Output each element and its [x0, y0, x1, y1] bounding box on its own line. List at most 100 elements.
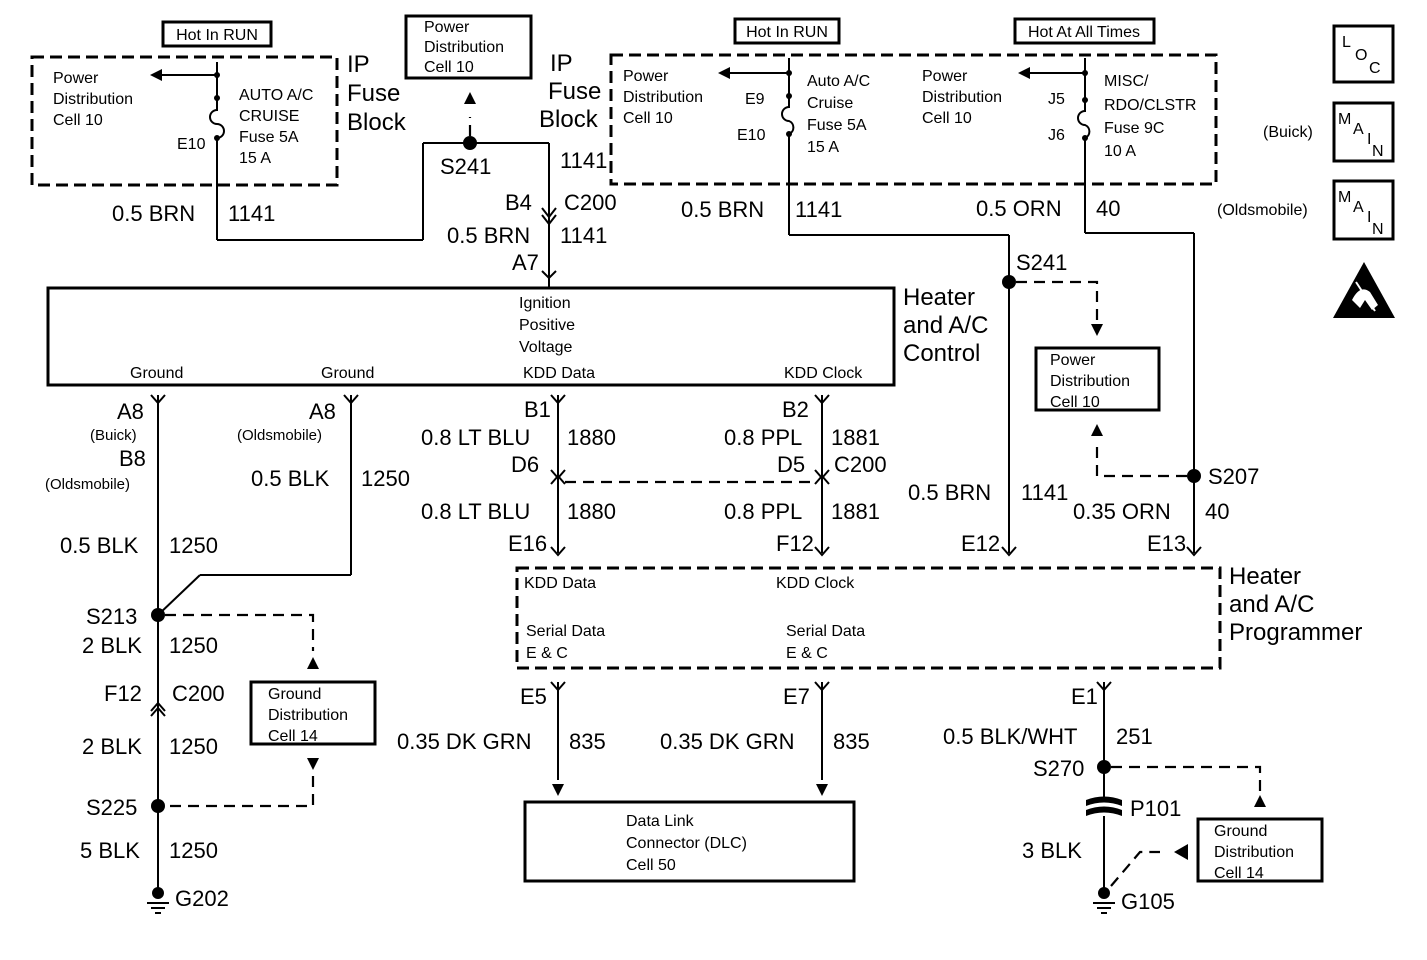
splice-s225 [151, 799, 165, 813]
loc-l: L [1342, 34, 1351, 51]
splice-s213 [151, 608, 165, 622]
prog-kdd-data: KDD Data [524, 575, 596, 592]
ip-fuse-left-1: IP [347, 51, 370, 78]
fuse-r2-3: Fuse 9C [1104, 120, 1164, 137]
gd-left-3: Cell 14 [268, 728, 318, 745]
conn-b4: B4 [505, 190, 532, 215]
p101-label: P101 [1130, 796, 1181, 821]
ip-fuse-block-left: Hot In RUN Power Distribution Cell 10 AU… [30, 20, 407, 187]
conn-a7: A7 [512, 250, 539, 275]
s225-label: S225 [86, 795, 137, 820]
main-buick-note: (Buick) [1263, 124, 1313, 141]
wire-5blk: 5 BLK [80, 838, 140, 863]
pd-top-1: Power [424, 19, 470, 36]
hot-in-run-tag-left [161, 20, 273, 48]
wire-2blk-b: 2 BLK [82, 734, 142, 759]
kdd-circuits: B1 0.8 LT BLU 1880 D6 0.8 LT BLU 1880 E1… [421, 394, 887, 557]
conn-e13: E13 [1147, 531, 1186, 556]
heater-ac-control: Ignition Positive Voltage Ground Ground … [46, 284, 988, 387]
wire-ppl-a: 0.8 PPL [724, 425, 802, 450]
fuse-r1-4: 15 A [807, 139, 839, 156]
wire-blkwht: 0.5 BLK/WHT [943, 724, 1077, 749]
circuit-1881-a: 1881 [831, 425, 880, 450]
control-name-1: Heater [903, 284, 975, 311]
ground-1-label: Ground [130, 365, 183, 382]
circuit-40-bottom: 40 [1205, 499, 1229, 524]
circuit-40-top: 40 [1096, 196, 1120, 221]
circuit-1141-center-top: 1141 [560, 148, 607, 173]
terminal-j5: J5 [1048, 91, 1065, 108]
circuit-40: S207 0.5 ORN 40 0.35 ORN 40 E13 [976, 138, 1259, 557]
main-icon-buick [1332, 101, 1395, 163]
circuit-1880-b: 1880 [567, 499, 616, 524]
wire-05brn-e12: 0.5 BRN [908, 480, 991, 505]
gd-left-2: Distribution [268, 707, 348, 724]
circuit-1250-d: 1250 [169, 838, 218, 863]
wire-05orn: 0.5 ORN [976, 196, 1062, 221]
conn-b8: B8 [119, 446, 146, 471]
wire-ltblu-b: 0.8 LT BLU [421, 499, 530, 524]
conn-e1: E1 [1071, 684, 1098, 709]
ctrl-kdd-data: KDD Data [523, 365, 595, 382]
wire-2blk-a: 2 BLK [82, 633, 142, 658]
pass-through-p101 [1086, 796, 1122, 806]
pd-mid-2: Distribution [1050, 373, 1130, 390]
s270-label: S270 [1033, 756, 1084, 781]
control-name-2: and A/C [903, 312, 988, 339]
ip-fuse-right-3: Block [539, 106, 599, 133]
conn-c200-kdd: C200 [834, 452, 887, 477]
conn-a8-buick: A8 [117, 399, 144, 424]
pd-top-2: Distribution [424, 39, 504, 56]
fuse-symbol-left [209, 98, 225, 139]
circuit-1141-e12: 1141 [1021, 480, 1068, 505]
prog-serial1-1: Serial Data [526, 623, 605, 640]
control-name-3: Control [903, 340, 980, 367]
loc-c: C [1369, 60, 1381, 77]
pd-top-3: Cell 10 [424, 59, 474, 76]
pd-r2-3: Cell 10 [922, 110, 972, 127]
g105-label: G105 [1121, 889, 1175, 914]
hot-in-run-tag-right: Hot In RUN [746, 24, 828, 41]
circuit-1141-right-label: 1141 [795, 197, 842, 222]
conn-e7: E7 [783, 684, 810, 709]
main-icon-olds [1332, 179, 1395, 241]
wire-035orn: 0.35 ORN [1073, 499, 1171, 524]
fuse-left-line4: 15 A [239, 150, 271, 167]
main-b-m: M [1338, 111, 1351, 128]
dlc-2: Connector (DLC) [626, 835, 747, 852]
ign-3: Voltage [519, 339, 572, 356]
main-o-n: N [1372, 221, 1384, 238]
ground-circuit-left: A8 (Buick) B8 (Oldsmobile) A8 (Oldsmobil… [45, 394, 410, 914]
wire-dkgrn-a: 0.35 DK GRN [397, 729, 532, 754]
circuit-1881-b: 1881 [831, 499, 880, 524]
s213-label: S213 [86, 604, 137, 629]
splice-s241-top [463, 136, 477, 150]
prog-serial1-2: E & C [526, 645, 568, 662]
wire-ppl-b: 0.8 PPL [724, 499, 802, 524]
prog-serial2-2: E & C [786, 645, 828, 662]
terminal-j6: J6 [1048, 127, 1065, 144]
s207-label: S207 [1208, 464, 1259, 489]
wire-05blk-buick: 0.5 BLK [60, 533, 139, 558]
prog-name-2: and A/C [1229, 591, 1314, 618]
fuse-r2-2: RDO/CLSTR [1104, 97, 1196, 114]
circuit-1250-b: 1250 [169, 633, 218, 658]
main-olds-note: (Oldsmobile) [1217, 202, 1308, 219]
dlc-box [523, 800, 856, 883]
olds-note-right: (Oldsmobile) [237, 427, 322, 444]
fuse-r1-1: Auto A/C [807, 73, 870, 90]
main-b-n: N [1372, 143, 1384, 160]
fuse-block-right-boundary [609, 53, 1218, 186]
circuit-1141-left: S241 0.5 BRN 1141 [112, 92, 549, 241]
gd-left-1: Ground [268, 686, 321, 703]
ip-fuse-left-2: Fuse [347, 80, 400, 107]
gd-right-1: Ground [1214, 823, 1267, 840]
ip-fuse-block-right: IP Fuse Block Hot In RUN Hot At All Time… [539, 17, 1218, 186]
wire-05brn-left: 0.5 BRN [112, 201, 195, 226]
conn-b2: B2 [782, 397, 809, 422]
pd-r1-2: Distribution [623, 89, 703, 106]
fuse-r1-2: Cruise [807, 95, 853, 112]
conn-e5: E5 [520, 684, 547, 709]
circuit-1141-right: S241 0.5 BRN 1141 0.5 BRN 1141 E12 [681, 134, 1103, 557]
s241-right-label: S241 [1016, 250, 1067, 275]
